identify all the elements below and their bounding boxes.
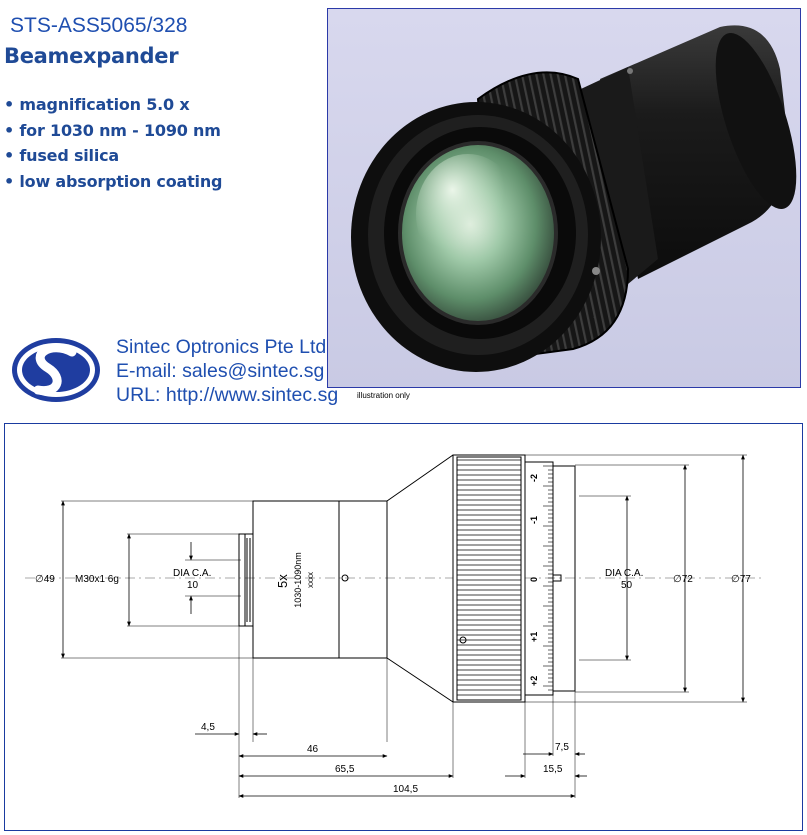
scale-mark: -1: [529, 516, 539, 524]
knurl-lines: [457, 459, 521, 696]
sintec-logo-icon: [12, 338, 100, 402]
photo-note: illustration only: [357, 391, 410, 400]
dim-65-5: 65,5: [335, 764, 355, 775]
dim-7-5: 7,5: [555, 742, 569, 753]
dia-72-label: ∅72: [673, 574, 693, 585]
dim-4-5: 4,5: [201, 722, 215, 733]
scale-mark: +1: [529, 632, 539, 642]
beamexpander-rendering: [351, 25, 797, 372]
body-wavelength: 1030-1090nm: [293, 552, 303, 608]
scale-mark: -2: [529, 474, 539, 482]
scale-mark: +2: [529, 676, 539, 686]
feature-item: • low absorption coating: [4, 171, 223, 191]
feature-item: • for 1030 nm - 1090 nm: [4, 120, 221, 140]
technical-drawing: ∅49 M30x1 6g DIA C.A. 10 5x 1030-1090nm …: [4, 423, 803, 831]
product-photo: [327, 8, 801, 388]
feature-item: • fused silica: [4, 146, 120, 165]
company-url[interactable]: URL: http://www.sintec.sg: [116, 384, 339, 406]
scale-mark: 0: [529, 577, 539, 582]
feature-list: • magnification 5.0 x • for 1030 nm - 10…: [4, 92, 222, 194]
dia-ca-right-value: 50: [621, 580, 633, 591]
thread-label: M30x1 6g: [75, 574, 119, 585]
product-code: STS-ASS5065/328: [10, 14, 188, 37]
dia-ca-right-title: DIA C.A.: [605, 568, 643, 579]
feature-item: • magnification 5.0 x: [4, 95, 190, 114]
dia-ca-left-title: DIA C.A.: [173, 568, 211, 579]
dim-46: 46: [307, 744, 319, 755]
dia-ca-left-value: 10: [187, 580, 199, 591]
body-magnification: 5x: [275, 574, 290, 588]
dia-77-label: ∅77: [731, 574, 751, 585]
body-serial: xxxx: [306, 572, 315, 588]
company-name: Sintec Optronics Pte Ltd: [116, 336, 327, 358]
company-email[interactable]: E-mail: sales@sintec.sg: [116, 360, 325, 382]
scale-ticks: [543, 465, 553, 691]
drawing-svg: ∅49 M30x1 6g DIA C.A. 10 5x 1030-1090nm …: [25, 454, 765, 798]
dim-15-5: 15,5: [543, 764, 563, 775]
product-name: Beamexpander: [4, 44, 179, 68]
dia-49-label: ∅49: [35, 574, 55, 585]
dim-104-5: 104,5: [393, 784, 418, 795]
